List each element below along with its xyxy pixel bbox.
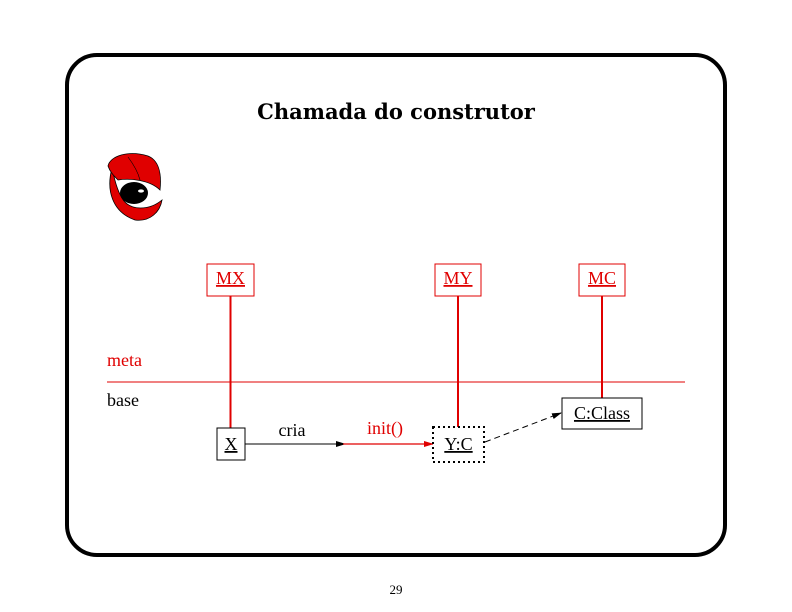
meta-object-label: MX (216, 268, 245, 288)
meta-object-label: MY (443, 268, 472, 288)
meta-object-mx: MX (206, 263, 255, 297)
base-layer-label: base (107, 390, 139, 410)
instance-of-arrow (484, 412, 562, 443)
base-object-cclass: C:Class (561, 397, 643, 430)
base-object-x: X (216, 427, 246, 461)
slide-title: Chamada do construtor (257, 99, 536, 124)
init-label: init() (367, 418, 403, 439)
base-object-label: Y:C (444, 434, 472, 454)
cria-label: cria (279, 420, 306, 440)
page-number: 29 (390, 582, 403, 597)
meta-layer-label: meta (107, 350, 142, 370)
logo-icon (107, 153, 163, 221)
base-object-label: X (225, 434, 238, 454)
base-object-label: C:Class (574, 403, 630, 423)
meta-object-mc: MC (578, 263, 626, 297)
meta-object-label: MC (588, 268, 616, 288)
slide-frame (65, 53, 727, 557)
base-object-yc: Y:C (432, 426, 485, 463)
meta-object-my: MY (434, 263, 482, 297)
